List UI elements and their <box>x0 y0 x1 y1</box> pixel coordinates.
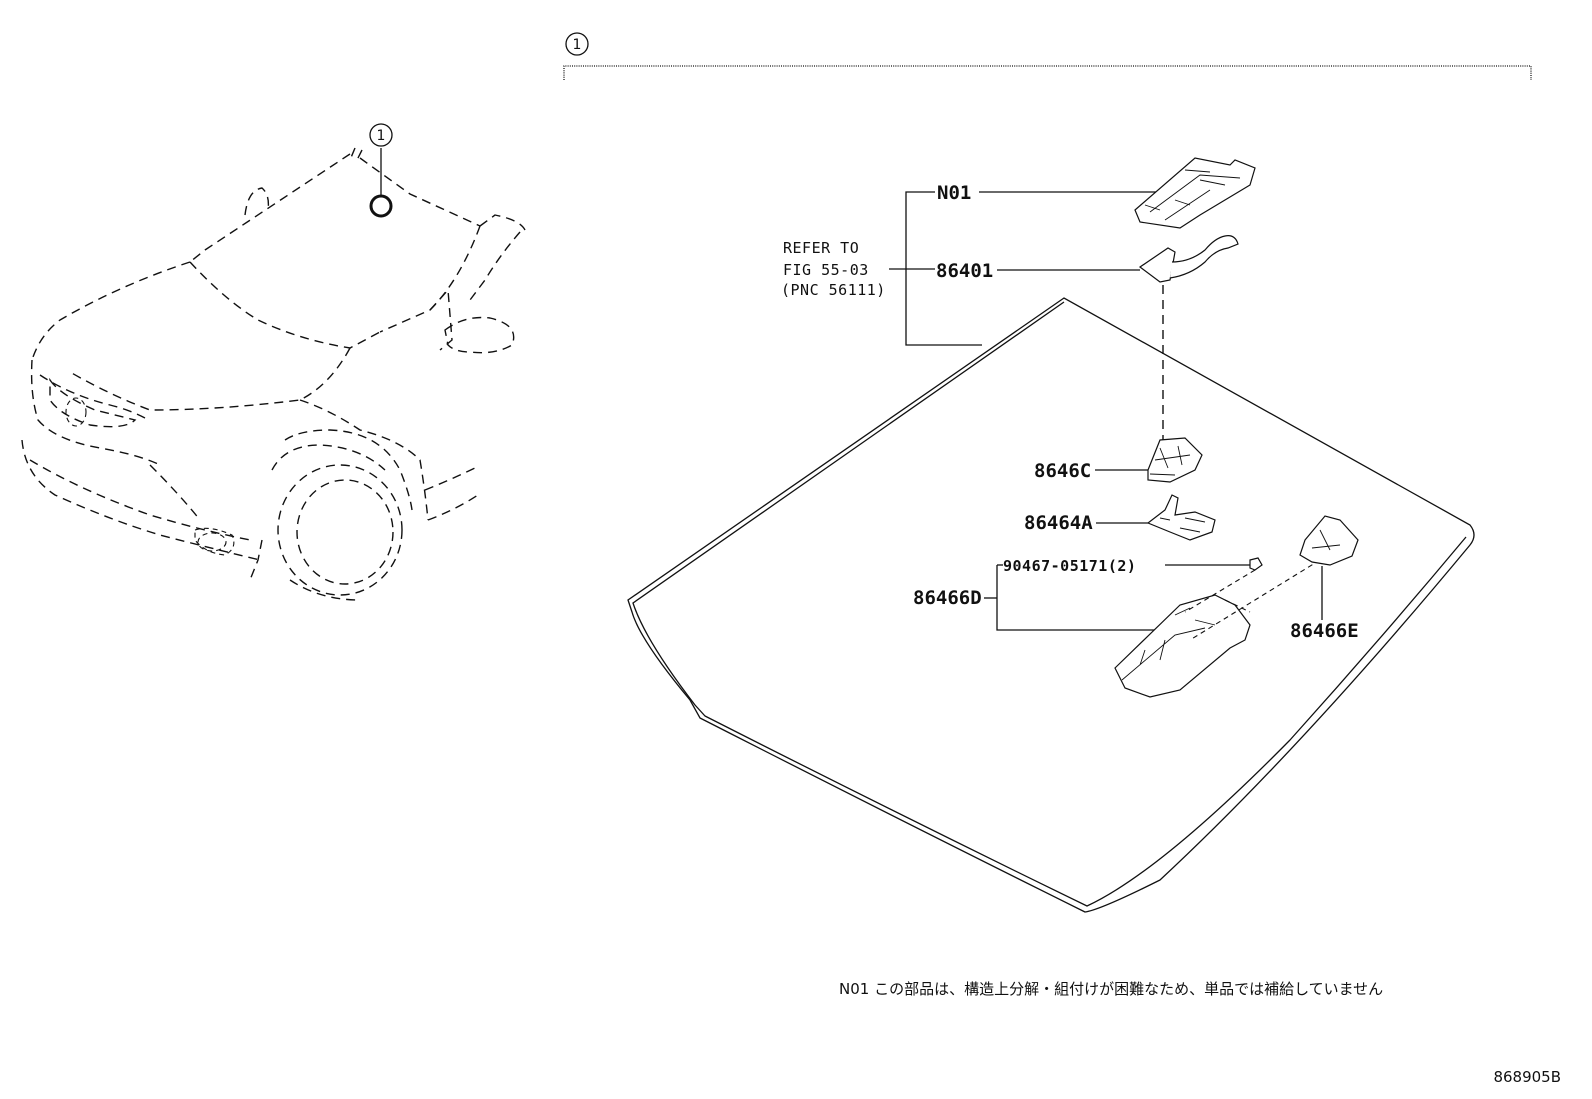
part-8646c-detail <box>1149 445 1191 476</box>
dash-cover-side <box>1224 599 1251 613</box>
side-belt-line <box>424 467 476 491</box>
part-86464a-body <box>1146 494 1216 541</box>
hood-rear-edge <box>189 261 381 349</box>
side-window-edge <box>469 231 521 301</box>
part-86401-body <box>1138 247 1176 283</box>
emblem <box>65 397 87 427</box>
wheel-arch-inner <box>271 444 386 471</box>
part-90467-clip <box>1249 557 1263 571</box>
part-86466e-detail <box>1311 529 1341 551</box>
rocker-line <box>427 494 479 521</box>
headlamp-line <box>39 374 146 419</box>
figure-id: 868905B <box>1493 1068 1561 1086</box>
tire-inner <box>296 479 394 585</box>
bumper-end <box>249 539 263 581</box>
refer-to-line3: (PNC 56111) <box>781 281 886 299</box>
car-marker-circle <box>369 123 393 147</box>
part-8646c-body <box>1147 437 1203 483</box>
part-86401-cable <box>1169 235 1239 279</box>
wheel-arch-outer <box>284 429 413 511</box>
part-n01-body <box>1134 157 1256 229</box>
group-bracket: 1 <box>563 32 1532 80</box>
refer-bracket <box>889 191 982 346</box>
part-86466e-cover <box>1299 515 1359 566</box>
footnote-n01: N01 この部品は、構造上分解・組付けが困難なため、単品では補給していません <box>839 980 1383 998</box>
label-n01: N01 <box>937 182 971 204</box>
side-mirror <box>444 316 515 354</box>
label-86401: 86401 <box>936 260 993 282</box>
fog-lamp-bezel <box>194 527 235 556</box>
tire-bottom <box>289 579 361 601</box>
tire-outer <box>277 464 403 596</box>
label-86466e: 86466E <box>1290 620 1359 642</box>
part-86466d-cover <box>1114 594 1251 698</box>
part-n01-detail <box>1144 169 1241 221</box>
rear-mirror <box>244 187 270 216</box>
windshield-edge-right <box>379 225 481 333</box>
part-86466d-body <box>1114 594 1251 698</box>
label-8646c: 8646C <box>1034 460 1091 482</box>
windshield-edge-left <box>189 153 351 263</box>
vehicle-illustration: 1 <box>21 123 526 601</box>
part-86466d-detail <box>1121 607 1216 681</box>
group-bracket-line <box>563 65 1532 80</box>
part-86466e-body <box>1299 515 1359 566</box>
fender-line <box>299 399 429 521</box>
part-86464a-bracket <box>1146 494 1216 541</box>
group-marker-number: 1 <box>573 37 582 53</box>
dash-clip-to-cover <box>1184 569 1256 613</box>
group-marker-circle <box>565 32 589 56</box>
front-bumper-lower <box>21 439 261 561</box>
part-86401-sensor <box>1138 235 1239 283</box>
car-marker-number: 1 <box>377 128 386 144</box>
a-pillar <box>429 288 453 351</box>
windshield-edge-top <box>359 157 481 227</box>
part-8646c-bracket <box>1147 437 1203 483</box>
glass-inner <box>632 301 1467 907</box>
lower-grille <box>29 459 251 541</box>
part-n01-bracket <box>1134 157 1256 229</box>
hood-front-edge <box>69 347 351 411</box>
location-marker-circle <box>369 194 393 218</box>
grille-upper <box>49 377 137 428</box>
bumper-corner <box>149 464 201 521</box>
glass-outer <box>627 297 1475 913</box>
roof-pillar-marks <box>349 147 363 163</box>
label-86464a: 86464A <box>1024 512 1093 534</box>
windshield-glass <box>627 297 1475 913</box>
hood-left-edge <box>31 261 191 361</box>
dash-86466e-to-cover <box>1189 559 1321 641</box>
front-bumper-upper <box>30 359 161 466</box>
part-86464a-detail <box>1159 517 1206 533</box>
bracket-86466d <box>996 565 1158 631</box>
roof-right <box>479 214 526 231</box>
refer-to-line1: REFER TO <box>783 239 859 257</box>
fog-lamp <box>197 532 227 552</box>
refer-to-line2: FIG 55-03 <box>783 261 869 279</box>
label-86466d: 86466D <box>913 587 982 609</box>
label-90467: 90467-05171(2) <box>1003 557 1136 575</box>
